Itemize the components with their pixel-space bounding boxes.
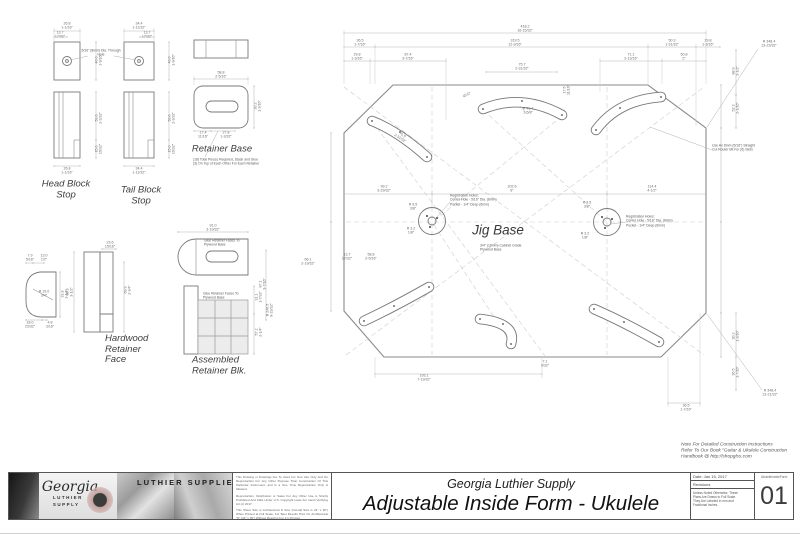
guitar-photo bbox=[9, 473, 39, 519]
scale-note: Unless Noted Otherwise, These Plans Are … bbox=[693, 490, 738, 507]
brand-stack-text: LUTHIER SUPPLY bbox=[52, 495, 83, 507]
title-block: Georgia LUTHIER SUPPLY LUTHIER SUPPLIES … bbox=[8, 472, 794, 520]
sheet-number: 01 bbox=[760, 481, 788, 510]
hardwood-retainer-face-drawing bbox=[25, 251, 114, 333]
assembled-retainer-block-drawing bbox=[177, 238, 249, 355]
jig-base-drawing bbox=[343, 84, 707, 358]
registration-holes bbox=[418, 207, 621, 236]
legal-paragraph: This Sheet Size is Architectural D Size … bbox=[236, 508, 328, 521]
head-block-stop-drawing bbox=[53, 41, 81, 159]
leader-lines bbox=[69, 48, 763, 391]
info-cell: Date: Jan 15, 2017 Revisions Unless Note… bbox=[691, 473, 755, 519]
drawing-canvas bbox=[25, 28, 763, 407]
retainer-base-drawing bbox=[193, 39, 249, 129]
plans-photo bbox=[174, 473, 232, 519]
revisions-field: Revisions bbox=[691, 481, 754, 489]
extension-lines bbox=[53, 28, 707, 407]
construction-lines bbox=[343, 86, 705, 357]
legal-text: This Drawing or Drawings Are To Used For… bbox=[233, 473, 332, 521]
legal-paragraph: This Drawing or Drawings Are To Used For… bbox=[236, 475, 328, 492]
company-name: Georgia Luthier Supply bbox=[447, 476, 575, 491]
sheet-title: Adjustable Inside Form - Ukulele bbox=[362, 491, 660, 515]
router-slots bbox=[358, 91, 667, 350]
soundhole-photo bbox=[86, 487, 113, 513]
tail-block-stop-drawing bbox=[123, 41, 155, 159]
title-cell: Georgia Luthier Supply Adjustable Inside… bbox=[332, 473, 691, 519]
file-name: UkuleleInsideForm bbox=[760, 474, 788, 479]
legal-paragraph: Reproduction, Distribution or Sales For … bbox=[236, 493, 328, 506]
date-field: Date: Jan 15, 2017 bbox=[691, 473, 754, 481]
brand-logo: Georgia LUTHIER SUPPLY bbox=[38, 473, 117, 519]
dimension-lines bbox=[25, 30, 737, 404]
sheet-number-cell: UkuleleInsideForm 01 bbox=[755, 473, 793, 519]
banner-strip-title: LUTHIER SUPPLIES bbox=[137, 478, 233, 487]
brand-script-text: Georgia bbox=[41, 479, 99, 495]
workshop-photo bbox=[116, 473, 175, 519]
brand-banner: Georgia LUTHIER SUPPLY LUTHIER SUPPLIES bbox=[9, 473, 233, 519]
